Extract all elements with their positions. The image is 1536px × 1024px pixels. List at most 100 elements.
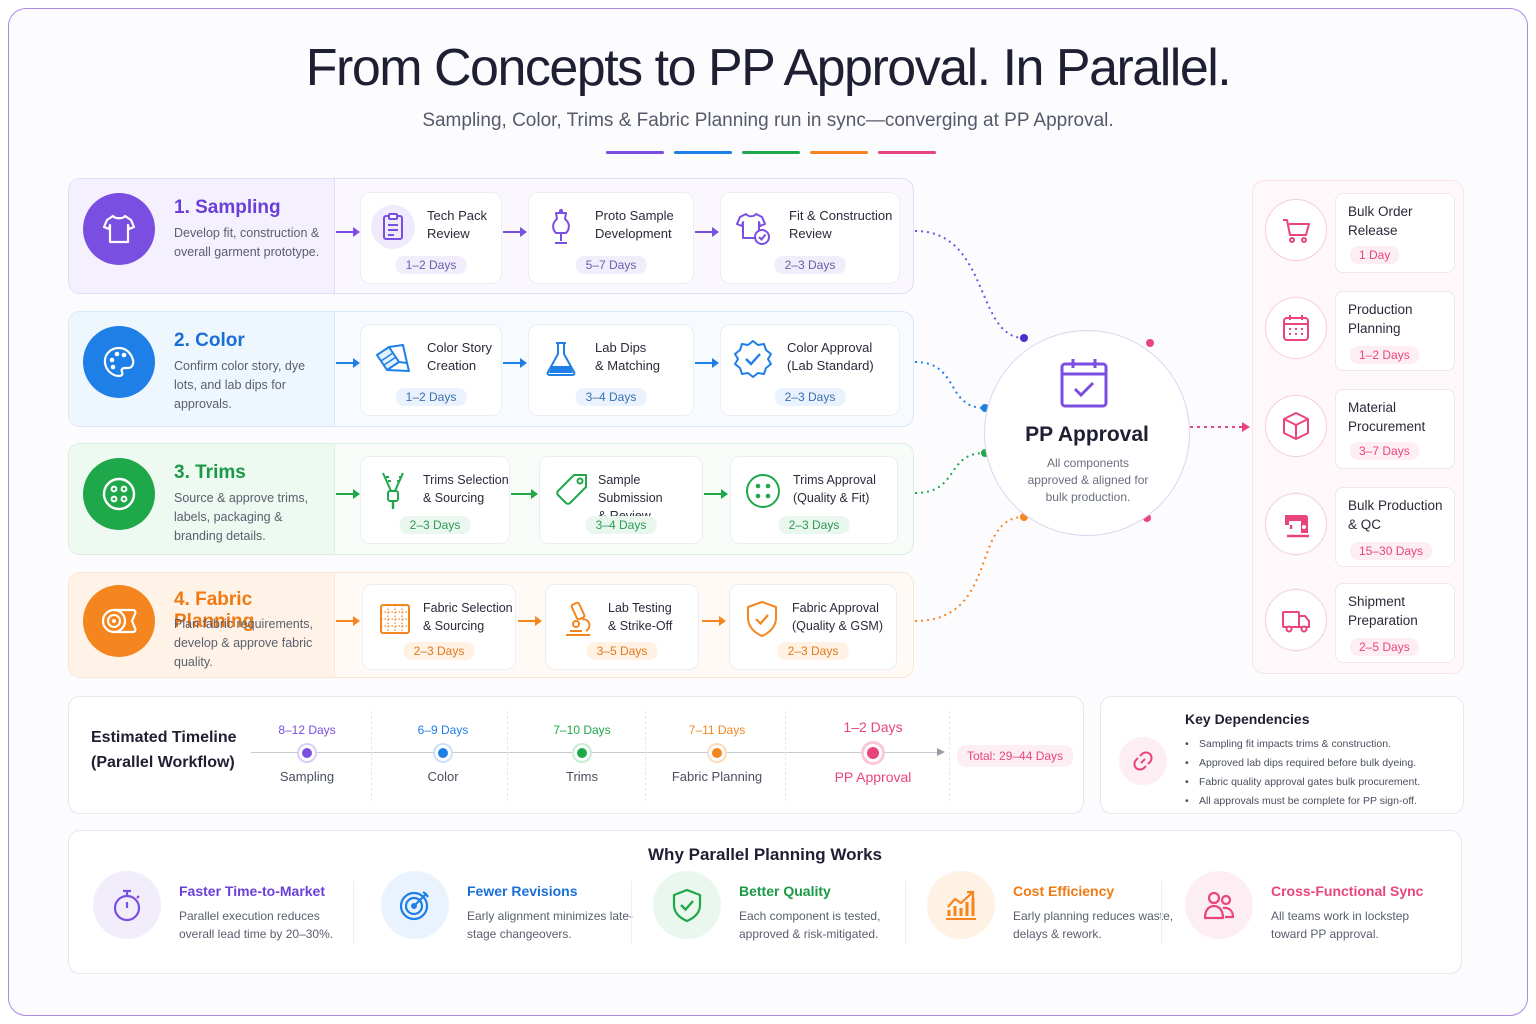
step-duration: 2–3 Days (777, 642, 849, 660)
post-step-material-procurement[interactable]: Material Procurement 3–7 Days (1263, 385, 1459, 469)
step-label: Proto Sample Development (595, 208, 674, 241)
timeline-duration: 8–12 Days (278, 723, 336, 737)
post-approval-panel: Bulk Order Release 1 Day Production Plan… (1252, 180, 1464, 674)
step-label: Lab Dips & Matching (595, 340, 661, 373)
step-duration: 1–2 Days (395, 388, 467, 406)
arrow (336, 616, 360, 626)
benefit-description: All teams work in lockstep toward PP app… (1271, 909, 1410, 941)
arrow (503, 227, 527, 237)
tag-icon (548, 467, 596, 515)
team-icon (1185, 871, 1253, 939)
lane-header: 2. Color Confirm color story, dye lots, … (69, 312, 335, 426)
step-proto-sample-development[interactable]: Proto Sample Development 5–7 Days (528, 192, 694, 284)
step-fit-construction-review[interactable]: Fit & Construction Review 2–3 Days (720, 192, 900, 284)
color-bar (674, 151, 732, 154)
step-duration: 2–3 Days (774, 388, 846, 406)
step-duration: 2–3 Days (399, 516, 471, 534)
step-fabric-approval[interactable]: Fabric Approval (Quality & GSM) 2–3 Days (729, 584, 897, 670)
benefit-better-quality: Better Quality Each component is tested,… (653, 871, 903, 961)
lane-description: Plan fabric requirements, develop & appr… (174, 617, 313, 669)
timeline-dot (299, 745, 315, 761)
pp-approval-hub[interactable]: PP Approval All components approved & al… (984, 330, 1190, 536)
arrow (511, 489, 538, 499)
step-sample-submission[interactable]: Sample Submission & Review 3–4 Days (539, 456, 703, 544)
step-color-approval[interactable]: Color Approval (Lab Standard) 2–3 Days (720, 324, 900, 416)
fabric-bar (810, 151, 868, 154)
arrow (702, 616, 726, 626)
post-step-duration: 3–7 Days (1350, 442, 1419, 460)
timeline-dot (709, 745, 725, 761)
timeline-divider (949, 711, 950, 801)
microscope-icon (554, 595, 602, 643)
step-tech-pack-review[interactable]: Tech Pack Review 1–2 Days (360, 192, 502, 284)
step-label: Fabric Approval (Quality & GSM) (792, 601, 883, 633)
cart-icon (1265, 199, 1327, 261)
post-step-label: Bulk Order Release (1348, 204, 1413, 238)
step-label: Trims Selection & Sourcing (423, 473, 509, 505)
post-step-shipment-preparation[interactable]: Shipment Preparation 2–5 Days (1263, 579, 1459, 663)
step-label: Color Approval (Lab Standard) (787, 340, 874, 373)
post-step-bulk-production[interactable]: Bulk Production & QC 15–30 Days (1263, 483, 1459, 567)
benefit-title: Faster Time-to-Market (179, 883, 326, 899)
post-step-bulk-order-release[interactable]: Bulk Order Release 1 Day (1263, 189, 1459, 273)
arrow (518, 616, 542, 626)
arrow (704, 489, 728, 499)
step-label: Lab Testing & Strike-Off (608, 601, 673, 633)
target-icon (381, 871, 449, 939)
step-duration: 3–4 Days (585, 516, 657, 534)
timeline-duration: 7–10 Days (553, 723, 611, 737)
lane-header: 1. Sampling Develop fit, construction & … (69, 179, 335, 293)
timeline-dot (864, 744, 882, 762)
step-lab-testing[interactable]: Lab Testing & Strike-Off 3–5 Days (545, 584, 699, 670)
post-step-card: Bulk Production & QC 15–30 Days (1335, 487, 1455, 567)
badge-check-icon (729, 335, 777, 383)
dependencies-list: Sampling fit impacts trims & constructio… (1185, 735, 1420, 811)
step-label: Fabric Selection & Sourcing (423, 601, 513, 633)
post-step-duration: 1 Day (1350, 246, 1400, 264)
step-label: Fit & Construction Review (789, 208, 893, 241)
step-lab-dips-matching[interactable]: Lab Dips & Matching 3–4 Days (528, 324, 694, 416)
timeline-name: PP Approval (834, 769, 912, 785)
step-label: Trims Approval (Quality & Fit) (793, 473, 876, 505)
why-title: Why Parallel Planning Works (648, 845, 882, 864)
divider (905, 881, 906, 945)
timeline-item-pp-approval: 1–2 Days PP Approval (803, 697, 943, 815)
post-step-duration: 1–2 Days (1350, 346, 1419, 364)
step-duration: 1–2 Days (395, 256, 467, 274)
step-fabric-selection[interactable]: Fabric Selection & Sourcing 2–3 Days (362, 584, 516, 670)
step-label: Tech Pack Review (427, 208, 487, 241)
arrow (503, 358, 527, 368)
benefit-description: Early alignment minimizes late-stage cha… (467, 909, 634, 941)
lane-description: Develop fit, construction & overall garm… (174, 226, 320, 259)
color-legend-bars (606, 151, 936, 154)
timeline-name: Color (427, 769, 459, 784)
post-step-duration: 15–30 Days (1350, 542, 1433, 560)
benefit-title: Better Quality (739, 883, 831, 899)
timeline-name: Trims (565, 769, 598, 784)
step-trims-selection[interactable]: Trims Selection & Sourcing 2–3 Days (360, 456, 510, 544)
benefit-title: Cross-Functional Sync (1271, 883, 1424, 899)
timeline-item-sampling: 8–12 Days Sampling (237, 697, 377, 815)
fabric-swatch-icon (371, 595, 419, 643)
post-step-label: Shipment Preparation (1348, 594, 1418, 628)
button-icon (83, 458, 155, 530)
step-color-story-creation[interactable]: Color Story Creation 1–2 Days (360, 324, 502, 416)
list-item: Approved lab dips required before bulk d… (1185, 754, 1420, 773)
lane-title: 3. Trims (174, 462, 246, 483)
arrow (695, 227, 719, 237)
lane-description: Source & approve trims, labels, packagin… (174, 491, 309, 543)
step-trims-approval[interactable]: Trims Approval (Quality & Fit) 2–3 Days (730, 456, 898, 544)
benefit-cross-functional-sync: Cross-Functional Sync All teams work in … (1185, 871, 1445, 961)
timeline-duration: 1–2 Days (843, 719, 903, 735)
list-item: All approvals must be complete for PP si… (1185, 792, 1420, 811)
divider (631, 881, 632, 945)
sewing-machine-icon (1265, 493, 1327, 555)
benefit-fewer-revisions: Fewer Revisions Early alignment minimize… (381, 871, 633, 961)
post-step-card: Material Procurement 3–7 Days (1335, 389, 1455, 469)
page-title: From Concepts to PP Approval. In Paralle… (305, 39, 1232, 97)
timeline-axis (251, 752, 941, 753)
arrow (695, 358, 719, 368)
dependencies-title: Key Dependencies (1185, 711, 1310, 727)
post-step-production-planning[interactable]: Production Planning 1–2 Days (1263, 287, 1459, 371)
shield-check-icon (653, 871, 721, 939)
